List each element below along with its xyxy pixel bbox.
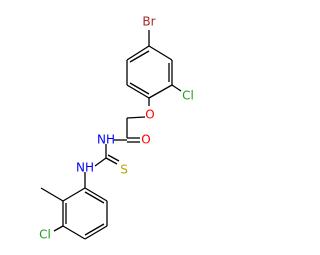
c-nh-bond: [94, 157, 107, 167]
ring2-bond: [62, 187, 86, 202]
bromine-label: Br: [142, 15, 155, 29]
ring1-bond: [126, 84, 150, 99]
chlorine-label-top: Cl: [182, 89, 194, 103]
amide-nh-label: NH: [97, 133, 115, 147]
chlorine-label-bottom: Cl: [39, 228, 51, 242]
ring2-bond: [84, 187, 108, 202]
ether-oxygen-label: O: [145, 108, 154, 122]
o-ch2-bond: [126, 116, 146, 119]
bond-lines: [40, 30, 182, 240]
ring2-bond-inner: [84, 223, 105, 236]
ring1-bond-inner: [129, 50, 150, 63]
molecule-structure: Br Cl O O NH S NH Cl: [39, 15, 194, 242]
atom-labels: Br Cl O O NH S NH Cl: [39, 15, 194, 242]
c-cl-bond: [53, 225, 64, 232]
ring1-bond: [148, 84, 173, 99]
c-s-double-bond: [107, 154, 120, 162]
sulfur-label: S: [120, 163, 128, 177]
carbonyl-oxygen-label: O: [141, 133, 150, 147]
aryl-nh-label: NH: [76, 161, 94, 175]
ring1-bond: [148, 45, 173, 61]
ring1-bond: [126, 45, 150, 61]
c-s-bond: [105, 157, 118, 165]
ring1-bond-inner: [129, 82, 150, 95]
structure-canvas: Br Cl O O NH S NH Cl: [39, 15, 194, 242]
methyl-bond: [40, 187, 64, 202]
ring2-bond-inner: [84, 191, 105, 204]
ring2-bond: [62, 225, 86, 240]
c-cl-bond: [171, 84, 182, 92]
ring2-bond: [84, 225, 108, 240]
